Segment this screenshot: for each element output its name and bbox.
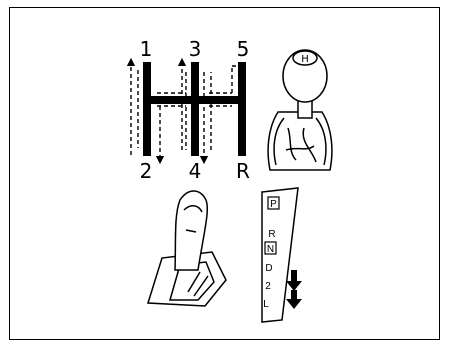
manual-shift-pattern: 1 3 5 2 4 R bbox=[131, 37, 250, 183]
position-l: L bbox=[263, 299, 269, 310]
automatic-position-indicator: P R N D 2 L bbox=[262, 188, 302, 322]
gear-label-1: 1 bbox=[140, 37, 153, 61]
gear-label-r: R bbox=[236, 159, 250, 183]
gate-bar-3-4 bbox=[191, 62, 199, 156]
downshift-arrow-icons bbox=[286, 270, 302, 309]
position-r: R bbox=[268, 229, 275, 240]
knob-pattern-icon: H bbox=[301, 54, 309, 65]
gate-bar-1-2 bbox=[143, 62, 151, 156]
manual-shift-knob-illustration: H bbox=[268, 50, 332, 170]
gear-label-4: 4 bbox=[189, 159, 202, 183]
position-2: 2 bbox=[265, 281, 271, 292]
gear-label-2: 2 bbox=[140, 159, 153, 183]
position-p: P bbox=[270, 199, 277, 210]
gear-label-5: 5 bbox=[237, 37, 250, 61]
gear-label-3: 3 bbox=[189, 37, 202, 61]
automatic-shift-lever-illustration bbox=[148, 191, 226, 306]
position-d: D bbox=[265, 263, 272, 274]
gate-bar-5-r bbox=[238, 62, 246, 156]
gate-crossbar bbox=[143, 96, 246, 104]
position-n: N bbox=[267, 244, 274, 255]
